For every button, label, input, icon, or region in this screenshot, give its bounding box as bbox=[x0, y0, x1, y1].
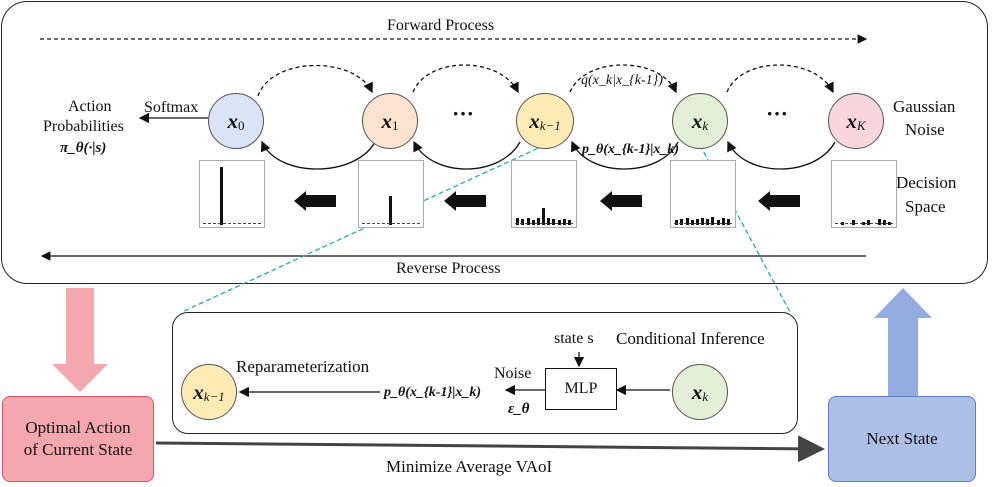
reparameterization-label: Reparameterization bbox=[236, 357, 370, 376]
histogram-bar bbox=[877, 219, 881, 225]
histogram-bar bbox=[389, 196, 392, 225]
histogram-bar bbox=[562, 219, 566, 225]
down-arrow-pink bbox=[52, 288, 108, 392]
next-state-label: Next State bbox=[866, 429, 938, 448]
histogram-bar bbox=[726, 219, 730, 225]
decision-histogram-4 bbox=[831, 160, 897, 228]
epsilon-label: ε_θ bbox=[508, 401, 530, 417]
decision-histogram-0 bbox=[199, 160, 265, 228]
forward-arc-0-1 bbox=[257, 64, 373, 97]
histogram-bar bbox=[567, 220, 571, 225]
up-arrow-blue bbox=[874, 288, 932, 396]
minimize-arrow bbox=[155, 435, 825, 463]
decision-histogram-3 bbox=[670, 160, 736, 228]
minimize-vaoi-label: Minimize Average VAoI bbox=[386, 457, 553, 476]
histogram-bar bbox=[882, 220, 886, 225]
histogram-baseline bbox=[515, 223, 573, 225]
histogram-baseline bbox=[674, 223, 732, 225]
histogram-bar bbox=[867, 220, 871, 225]
optimal-action-line-1: Optimal Action bbox=[25, 418, 131, 437]
histogram-bar bbox=[716, 220, 720, 225]
histogram-bar bbox=[219, 167, 223, 225]
action-label: Action bbox=[68, 98, 112, 115]
reverse-transition-label: p_θ(x_{k-1}|x_k) bbox=[582, 142, 680, 157]
noise-output-label: Noise bbox=[494, 365, 532, 382]
reverse-block-arrow-2 bbox=[444, 191, 486, 211]
mlp-box: MLP bbox=[545, 368, 617, 410]
forward-transition-label: q(x_k|x_{k-1}) bbox=[581, 73, 663, 88]
inner-reverse-transition-label: p_θ(x_{k-1}|x_k) bbox=[384, 385, 482, 400]
state-label: state s bbox=[554, 330, 594, 347]
histogram-bar bbox=[680, 219, 684, 225]
optimal-action-box: Optimal Action of Current State bbox=[2, 396, 154, 482]
histogram-bar bbox=[521, 219, 525, 225]
histogram-bar bbox=[536, 218, 540, 225]
reverse-arc-dots-1 bbox=[413, 140, 521, 170]
histogram-bar bbox=[557, 220, 561, 225]
conditional-inference-label: Conditional Inference bbox=[616, 329, 765, 348]
reverse-process-label: Reverse Process bbox=[396, 260, 501, 277]
histogram-bar bbox=[690, 220, 694, 225]
gaussian-label: Gaussian bbox=[893, 97, 956, 116]
reverse-arc-K-k bbox=[727, 140, 836, 170]
conditional-inference-panel bbox=[172, 312, 798, 434]
decision-histogram-2 bbox=[511, 160, 577, 228]
histogram-bar bbox=[721, 218, 725, 225]
histogram-bar bbox=[526, 218, 530, 225]
reverse-arc-k-km1 bbox=[570, 140, 679, 170]
histogram-baseline bbox=[835, 223, 893, 225]
probabilities-label: Probabilities bbox=[43, 118, 124, 135]
diffusion-process-panel bbox=[1, 1, 988, 284]
histogram-bar bbox=[701, 218, 704, 225]
noise-label: Noise bbox=[905, 120, 945, 139]
histogram-bar bbox=[516, 218, 520, 225]
space-label: Space bbox=[905, 197, 946, 216]
softmax-label: Softmax bbox=[144, 99, 199, 116]
forward-arc-1-dots bbox=[412, 64, 519, 94]
histogram-baseline bbox=[203, 223, 261, 225]
zoom-line-left bbox=[181, 144, 546, 313]
ellipsis-2: ··· bbox=[766, 101, 789, 126]
histogram-bar bbox=[542, 207, 545, 225]
histogram-bar bbox=[547, 218, 551, 225]
histogram-bar bbox=[552, 219, 556, 225]
histogram-baseline bbox=[362, 223, 420, 225]
histogram-bar bbox=[531, 220, 535, 225]
decision-label: Decision bbox=[896, 173, 957, 192]
histogram-bar bbox=[695, 219, 699, 225]
reverse-block-arrow-4 bbox=[758, 191, 800, 211]
ellipsis-1: ··· bbox=[452, 101, 475, 126]
histogram-bar bbox=[685, 218, 689, 225]
reverse-arc-1-0 bbox=[260, 140, 376, 170]
next-state-box: Next State bbox=[828, 396, 976, 482]
histogram-bar bbox=[675, 220, 679, 225]
histogram-bar bbox=[851, 220, 855, 225]
optimal-action-line-2: of Current State bbox=[23, 440, 133, 459]
policy-label: π_θ(·|s) bbox=[60, 140, 107, 156]
forward-arc-k-K bbox=[726, 64, 834, 94]
histogram-bar bbox=[711, 216, 715, 225]
reverse-block-arrow-1 bbox=[294, 191, 336, 211]
forward-process-label: Forward Process bbox=[387, 17, 495, 34]
histogram-bar bbox=[706, 219, 710, 225]
reverse-block-arrow-3 bbox=[600, 191, 642, 211]
decision-histogram-1 bbox=[358, 160, 424, 228]
